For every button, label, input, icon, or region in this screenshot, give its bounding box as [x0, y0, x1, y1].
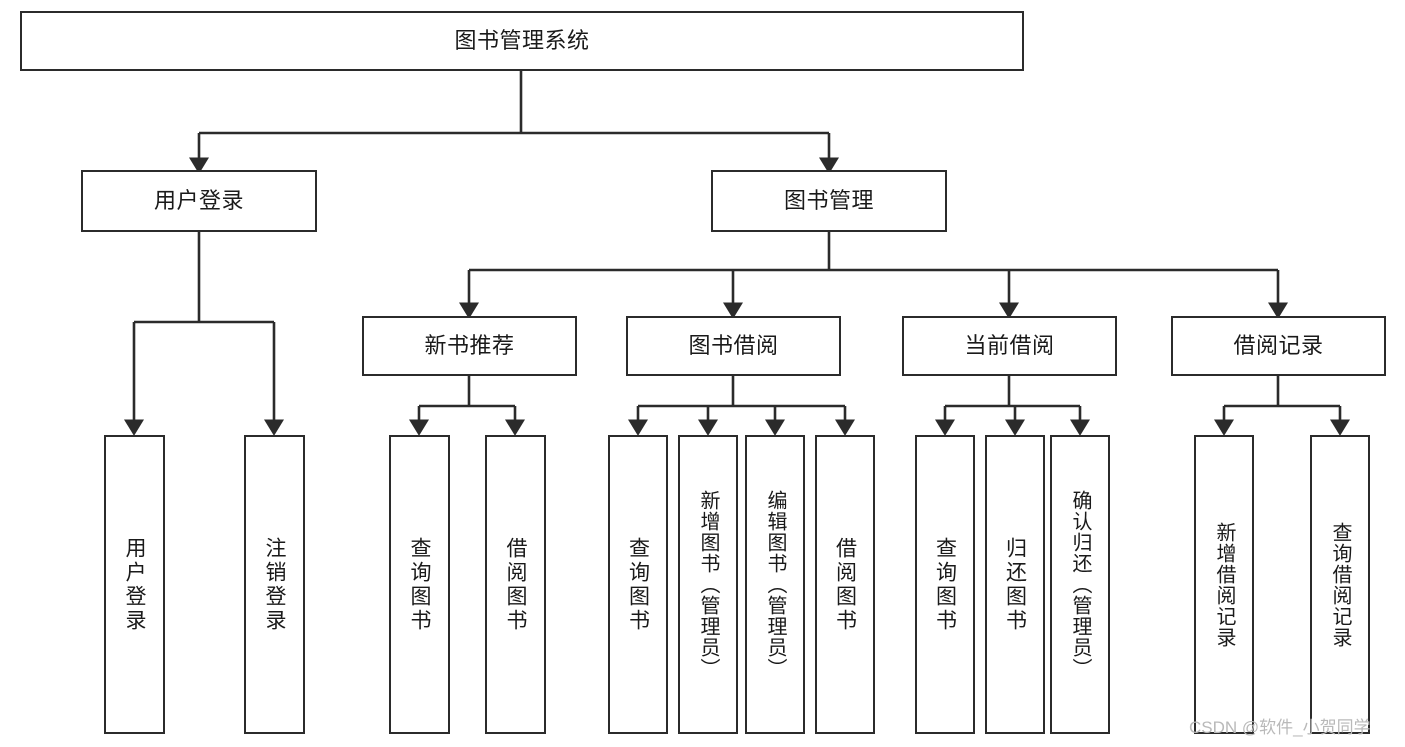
node-current-borrow[interactable]: 当前借阅 [902, 316, 1117, 376]
node-label: 图书借阅 [688, 333, 779, 359]
node-label: 用户登录 [123, 536, 146, 633]
node-label: 注销登录 [263, 536, 286, 633]
node-leaf-query-book-1[interactable]: 查询图书 [389, 435, 450, 734]
node-book-management[interactable]: 图书管理 [711, 170, 947, 232]
node-user-login[interactable]: 用户登录 [81, 170, 317, 232]
node-label: 查询借阅记录 [1329, 521, 1351, 648]
node-label: 借阅图书 [504, 536, 527, 633]
node-label: 新书推荐 [424, 333, 515, 359]
node-leaf-logout-login[interactable]: 注销登录 [244, 435, 305, 734]
node-new-book-recommend[interactable]: 新书推荐 [362, 316, 577, 376]
node-label: 新增图书（管理员） [697, 490, 719, 679]
node-label: 图书管理 [783, 188, 874, 214]
node-leaf-edit-book[interactable]: 编辑图书（管理员） [745, 435, 805, 734]
node-book-borrow[interactable]: 图书借阅 [626, 316, 841, 376]
node-label: 用户登录 [153, 188, 244, 214]
node-leaf-query-record[interactable]: 查询借阅记录 [1310, 435, 1370, 734]
node-label: 借阅图书 [833, 536, 857, 633]
node-root-system[interactable]: 图书管理系统 [20, 11, 1024, 71]
node-label: 归还图书 [1003, 536, 1027, 633]
node-leaf-add-book[interactable]: 新增图书（管理员） [678, 435, 738, 734]
node-label: 当前借阅 [964, 333, 1055, 359]
node-leaf-user-login[interactable]: 用户登录 [104, 435, 165, 734]
node-label: 查询图书 [933, 536, 957, 633]
node-leaf-borrow-book-1[interactable]: 借阅图书 [485, 435, 546, 734]
node-leaf-return-book[interactable]: 归还图书 [985, 435, 1045, 734]
node-label: 图书管理系统 [454, 28, 590, 54]
node-label: 新增借阅记录 [1213, 521, 1235, 648]
node-leaf-add-record[interactable]: 新增借阅记录 [1194, 435, 1254, 734]
node-label: 借阅记录 [1233, 333, 1324, 359]
node-leaf-borrow-book-2[interactable]: 借阅图书 [815, 435, 875, 734]
connectors-root [123, 70, 1351, 436]
node-borrow-record[interactable]: 借阅记录 [1171, 316, 1386, 376]
node-leaf-query-book-3[interactable]: 查询图书 [915, 435, 975, 734]
node-label: 编辑图书（管理员） [764, 490, 786, 679]
node-label: 查询图书 [626, 536, 650, 633]
node-leaf-query-book-2[interactable]: 查询图书 [608, 435, 668, 734]
node-leaf-confirm-return[interactable]: 确认归还（管理员） [1050, 435, 1110, 734]
node-label: 查询图书 [408, 536, 431, 633]
node-label: 确认归还（管理员） [1069, 490, 1091, 679]
